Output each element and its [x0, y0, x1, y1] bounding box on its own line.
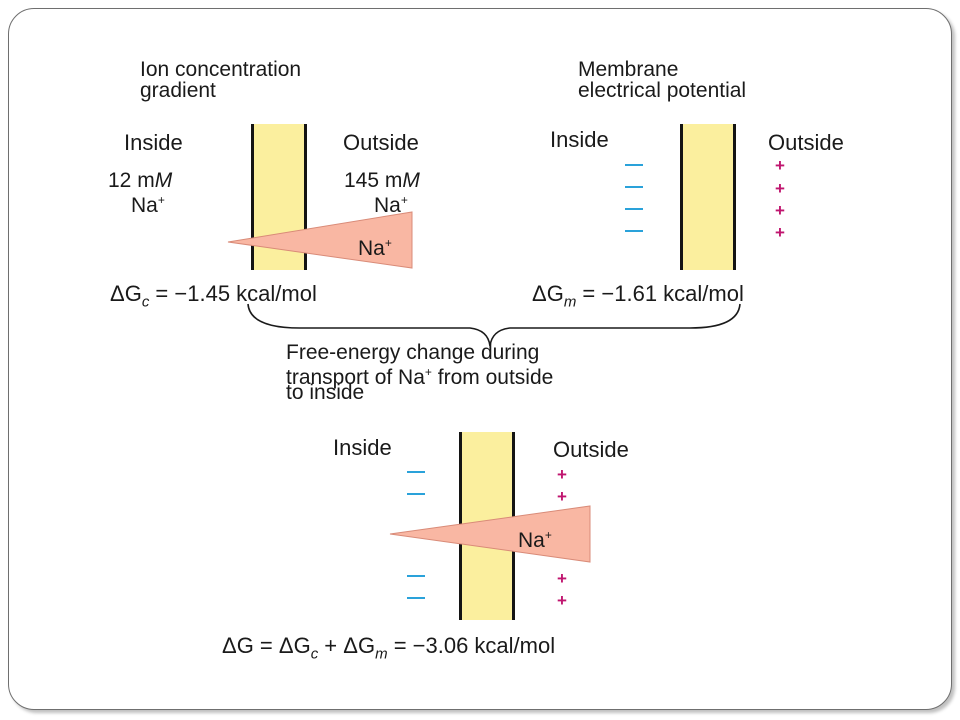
caption-line2: transport of Na+ from outside: [286, 361, 553, 389]
left-outside-ion-name: Na: [374, 194, 401, 217]
bottom-positive-charge: +: [557, 487, 567, 506]
bottom-eq-sub2: m: [375, 645, 388, 663]
left-gradient-wedge: [227, 211, 413, 269]
caption-line2-pre: transport of Na: [286, 366, 425, 389]
right-positive-charge: +: [775, 179, 785, 198]
right-negative-charge: [625, 164, 643, 166]
left-outside-conc-value: 145 m: [344, 169, 403, 192]
left-arrow-charge: +: [384, 236, 392, 250]
right-outside-label: Outside: [768, 130, 844, 155]
bottom-inside-label: Inside: [333, 435, 392, 460]
right-equation: ΔGm = −1.61 kcal/mol: [532, 282, 744, 313]
bottom-eq-sub1: c: [310, 645, 319, 663]
caption-line3: to inside: [286, 381, 365, 404]
left-equation: ΔGc = −1.45 kcal/mol: [110, 282, 317, 313]
right-eq-delta: ΔG: [532, 281, 564, 306]
bottom-arrow-label: Na+: [518, 524, 552, 552]
left-inside-concentration: 12 mM: [108, 169, 172, 192]
right-negative-charge: [625, 208, 643, 210]
bottom-negative-charge: [407, 575, 425, 577]
caption-line2-post: from outside: [431, 366, 554, 389]
right-membrane: [680, 124, 736, 270]
right-eq-sub: m: [563, 293, 577, 311]
left-inside-conc-unit: M: [154, 169, 173, 192]
right-panel-title-line2: electrical potential: [578, 79, 747, 102]
bottom-positive-charge: +: [557, 465, 567, 484]
right-eq-value: = −1.61 kcal/mol: [576, 281, 744, 306]
left-inside-ion: Na+: [131, 189, 165, 217]
right-positive-charge: +: [775, 201, 785, 220]
bottom-outside-label: Outside: [553, 437, 629, 462]
left-inside-ion-name: Na: [131, 194, 158, 217]
bottom-gradient-wedge: [389, 505, 591, 563]
left-eq-delta: ΔG: [110, 281, 142, 306]
left-outside-conc-unit: M: [402, 169, 420, 192]
left-arrow-label: Na+: [358, 232, 392, 260]
bottom-negative-charge: [407, 471, 425, 473]
left-outside-concentration: 145 mM: [344, 169, 420, 192]
left-panel-title-line2: gradient: [140, 79, 216, 102]
bottom-equation: ΔG = ΔGc + ΔGm = −3.06 kcal/mol: [222, 634, 555, 665]
left-arrow-ion: Na: [358, 237, 385, 260]
right-positive-charge: +: [775, 156, 785, 175]
left-inside-label: Inside: [124, 130, 183, 155]
left-outside-label: Outside: [343, 130, 419, 155]
bottom-eq-part2: + ΔG: [318, 633, 376, 658]
left-panel-title-line1: Ion concentration: [140, 58, 302, 81]
right-negative-charge: [625, 230, 643, 232]
bottom-negative-charge: [407, 493, 425, 495]
right-positive-charge: +: [775, 223, 785, 242]
right-panel-title-line1: Membrane: [578, 58, 679, 81]
brace: [247, 303, 741, 347]
left-inside-conc-value: 12 m: [108, 169, 155, 192]
left-eq-sub: c: [141, 293, 150, 311]
left-inside-ion-charge: +: [157, 193, 165, 207]
bottom-eq-part3: = −3.06 kcal/mol: [387, 633, 556, 658]
left-eq-value: = −1.45 kcal/mol: [149, 281, 317, 306]
right-inside-label: Inside: [550, 127, 609, 152]
bottom-eq-part1: ΔG = ΔG: [222, 633, 311, 658]
bottom-arrow-charge: +: [544, 528, 552, 542]
bottom-positive-charge: +: [557, 569, 567, 588]
left-outside-ion: Na+: [374, 189, 408, 217]
bottom-positive-charge: +: [557, 591, 567, 610]
right-negative-charge: [625, 186, 643, 188]
caption-line1: Free-energy change during: [286, 341, 540, 364]
bottom-arrow-ion: Na: [518, 529, 545, 552]
caption-line2-sup: +: [424, 365, 432, 379]
bottom-negative-charge: [407, 597, 425, 599]
left-outside-ion-charge: +: [400, 193, 408, 207]
